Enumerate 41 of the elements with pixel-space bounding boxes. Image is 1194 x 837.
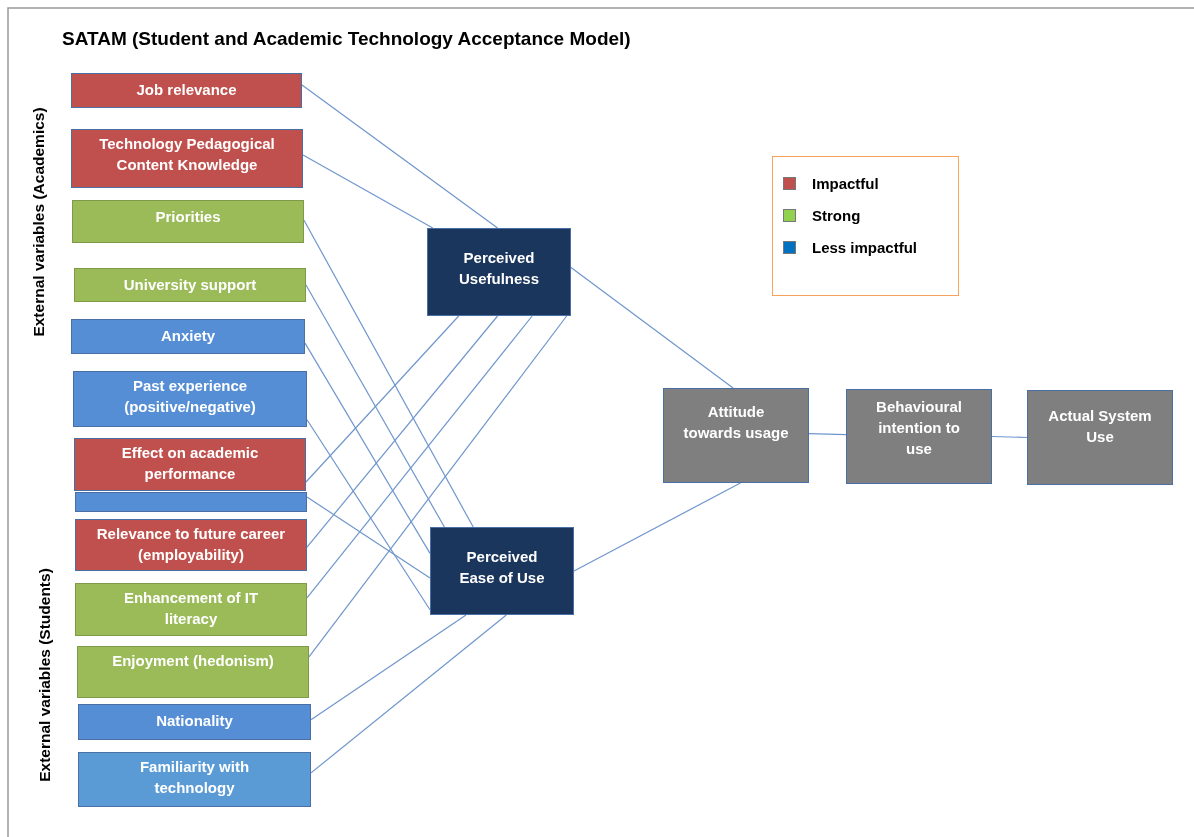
variable-box: Enjoyment (hedonism) — [77, 646, 309, 698]
variable-box: Technology Pedagogical Content Knowledge — [71, 129, 303, 188]
outcome-box: Actual System Use — [1027, 390, 1173, 485]
diagram-title: SATAM (Student and Academic Technology Acceptance Model) — [62, 28, 631, 50]
connector-line — [306, 419, 431, 611]
connector-line — [302, 154, 434, 229]
connector-line — [306, 496, 431, 579]
connector-line — [304, 342, 431, 554]
construct-box: Perceived Usefulness — [427, 228, 571, 316]
variable-box: Relevance to future career (employability) — [75, 519, 307, 571]
connector-line — [310, 614, 467, 721]
connector-line — [301, 84, 499, 229]
legend-label: Less impactful — [812, 239, 918, 256]
variable-box: University support — [74, 268, 306, 302]
outcome-box: Attitude towards usage — [663, 388, 809, 483]
variable-box: Nationality — [78, 704, 311, 740]
connector-line — [303, 219, 474, 528]
variable-box: Priorities — [72, 200, 304, 243]
variable-box: Past experience (positive/negative) — [73, 371, 307, 427]
variable-box: Familiarity with technology — [78, 752, 311, 807]
legend-label: Impactful — [812, 175, 879, 192]
connector-line — [305, 284, 445, 528]
connector-line — [306, 315, 499, 548]
connector-line — [991, 435, 1028, 439]
connector-line — [570, 267, 734, 389]
variable-box: Anxiety — [71, 319, 305, 354]
connector-line — [310, 614, 507, 774]
legend-label: Strong — [812, 207, 861, 224]
connector-line — [305, 315, 460, 483]
variable-box: Effect on academic performance — [74, 438, 306, 491]
construct-box: Perceived Ease of Use — [430, 527, 574, 615]
connector-line — [308, 315, 568, 658]
connector-line — [808, 433, 847, 436]
connector-line — [306, 315, 533, 599]
variable-box: Job relevance — [71, 73, 302, 108]
group-label: External variables (Students) — [35, 568, 54, 782]
outcome-box: Behavioural intention to use — [846, 389, 992, 484]
variable-box: Enhancement of IT literacy — [75, 583, 307, 636]
empty-bar — [75, 492, 307, 512]
connector-line — [573, 482, 741, 572]
group-label: External variables (Academics) — [29, 107, 48, 337]
